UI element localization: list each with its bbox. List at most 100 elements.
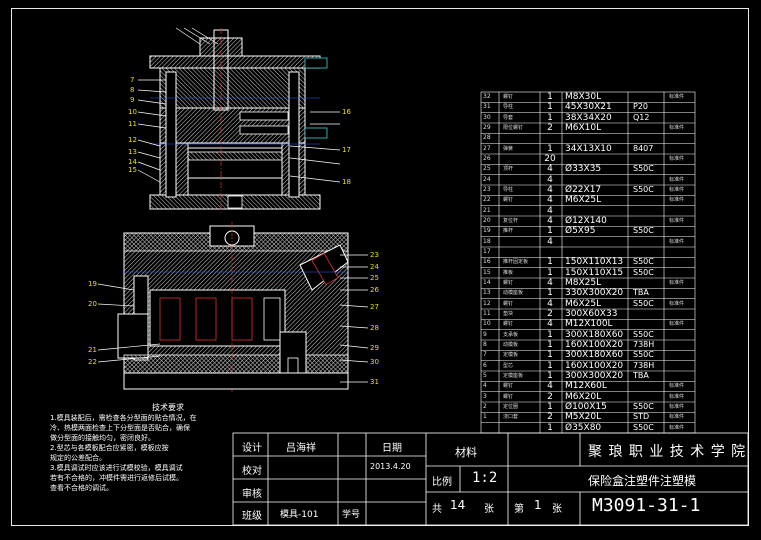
bom-material: S50C bbox=[633, 329, 654, 339]
design-label: 设计 bbox=[242, 443, 262, 454]
student-no-label: 学号 bbox=[342, 510, 361, 520]
bom-no: 4 bbox=[483, 382, 487, 390]
tech-line: 冷、热模两面检查上下分型面是否贴合，确保 bbox=[50, 424, 190, 432]
bom-qty: 1 bbox=[547, 340, 553, 350]
bom-no: 21 bbox=[483, 206, 491, 214]
bom-no: 3 bbox=[483, 392, 487, 400]
bom-note: 标准件 bbox=[669, 280, 685, 286]
bom-no: 24 bbox=[483, 175, 491, 183]
lower-callout-labels: 19 20 21 22 23 24 25 26 27 28 29 30 31 bbox=[88, 251, 379, 386]
bom-qty: 1 bbox=[547, 226, 553, 237]
bom-no: 15 bbox=[483, 268, 491, 276]
bom-no: 32 bbox=[483, 93, 491, 100]
review-label: 审核 bbox=[242, 489, 262, 500]
bom-spec: M6X10L bbox=[565, 123, 602, 133]
class-value: 模具-101 bbox=[280, 510, 319, 520]
bom-name: 浇口套 bbox=[503, 414, 519, 421]
callout-label: 24 bbox=[370, 263, 379, 271]
date-label: 日期 bbox=[382, 443, 402, 454]
bom-no: 20 bbox=[483, 217, 491, 224]
upper-section-view bbox=[149, 28, 328, 215]
sheet-value: 1 bbox=[534, 498, 542, 512]
bom-no: 5 bbox=[483, 372, 487, 379]
bom-qty: 1 bbox=[547, 112, 553, 123]
bom-name: 螺钉 bbox=[503, 393, 514, 400]
bom-spec: M6X20L bbox=[565, 391, 602, 402]
bom-qty: 1 bbox=[547, 360, 553, 371]
bom-material: S50C bbox=[633, 422, 654, 432]
bom-qty: 4 bbox=[547, 236, 553, 247]
bom-name: 螺钉 bbox=[503, 197, 514, 204]
callout-label: 20 bbox=[88, 300, 97, 308]
bom-no: 28 bbox=[483, 134, 491, 142]
bom-name: 限位螺钉 bbox=[503, 125, 524, 131]
callout-label: 14 bbox=[128, 158, 137, 166]
bom-spec: Ø35X80 bbox=[565, 422, 602, 433]
title-block-grid bbox=[232, 432, 749, 526]
bom-note: 标准件 bbox=[669, 187, 685, 193]
bom-material: 738H bbox=[633, 340, 655, 349]
bom-qty: 1 bbox=[547, 329, 553, 340]
bom-spec: M12X60L bbox=[565, 381, 607, 392]
bom-note: 标准件 bbox=[669, 414, 685, 421]
bom-spec: M8X30L bbox=[565, 92, 602, 102]
bom-spec: 300X180X60 bbox=[565, 329, 624, 340]
callout-label: 31 bbox=[370, 378, 379, 386]
bom-material: S50C bbox=[633, 350, 654, 360]
bom-material: S50C bbox=[633, 267, 654, 277]
bom-no: 23 bbox=[483, 186, 491, 193]
bom-qty: 4 bbox=[547, 381, 553, 392]
bom-material: 8407 bbox=[633, 143, 654, 153]
bom-no: 25 bbox=[483, 165, 491, 173]
bom-name: 导套 bbox=[503, 114, 514, 121]
bom-no: 7 bbox=[483, 351, 487, 359]
upper-leaders bbox=[137, 27, 341, 183]
bom-note: 标准件 bbox=[669, 238, 685, 245]
bom-no: 14 bbox=[483, 279, 491, 286]
date-value: 2013.4.20 bbox=[370, 462, 411, 471]
bom-no: 12 bbox=[483, 299, 491, 307]
bom-qty: 2 bbox=[547, 309, 553, 319]
bom-material: S50C bbox=[633, 164, 654, 174]
bom-name: 复位杆 bbox=[503, 218, 519, 224]
technical-requirements: 技术要求 1.模具装配后，需检查各分型面的贴合情况，在 冷、热模两面检查上下分型… bbox=[50, 403, 246, 493]
bom-note: 标准件 bbox=[669, 197, 685, 204]
bom-name: 弹簧 bbox=[503, 145, 514, 152]
bom-qty: 2 bbox=[547, 123, 553, 133]
bom-name: 螺钉 bbox=[503, 300, 514, 307]
callout-label: 19 bbox=[88, 280, 97, 288]
bom-name: 垫块 bbox=[503, 311, 514, 317]
bom-qty: 1 bbox=[547, 267, 553, 278]
bom-qty: 4 bbox=[547, 216, 553, 226]
callout-label: 10 bbox=[128, 108, 137, 116]
check-label: 校对 bbox=[242, 466, 262, 477]
bom-note: 标准件 bbox=[669, 94, 685, 100]
bom-name: 支承板 bbox=[503, 331, 519, 338]
bom-no: 16 bbox=[483, 258, 491, 266]
bom-name: 导柱 bbox=[503, 104, 514, 111]
class-label: 班级 bbox=[242, 511, 262, 522]
callout-label: 8 bbox=[130, 86, 134, 94]
callout-label: 23 bbox=[370, 251, 379, 259]
bom-no: 31 bbox=[483, 103, 491, 111]
drawing-title: 保险盒注塑件注塑模 bbox=[588, 474, 697, 488]
bom-material: S50C bbox=[633, 257, 654, 267]
bom-spec: 330X300X20 bbox=[565, 288, 624, 299]
drawing-number: M3091-31-1 bbox=[592, 495, 701, 516]
bom-name: 导柱 bbox=[503, 187, 514, 193]
bom-qty: 2 bbox=[547, 391, 553, 402]
bom-note: 标准件 bbox=[669, 321, 685, 328]
bom-qty: 1 bbox=[547, 257, 553, 268]
bom-qty: 4 bbox=[547, 174, 553, 185]
